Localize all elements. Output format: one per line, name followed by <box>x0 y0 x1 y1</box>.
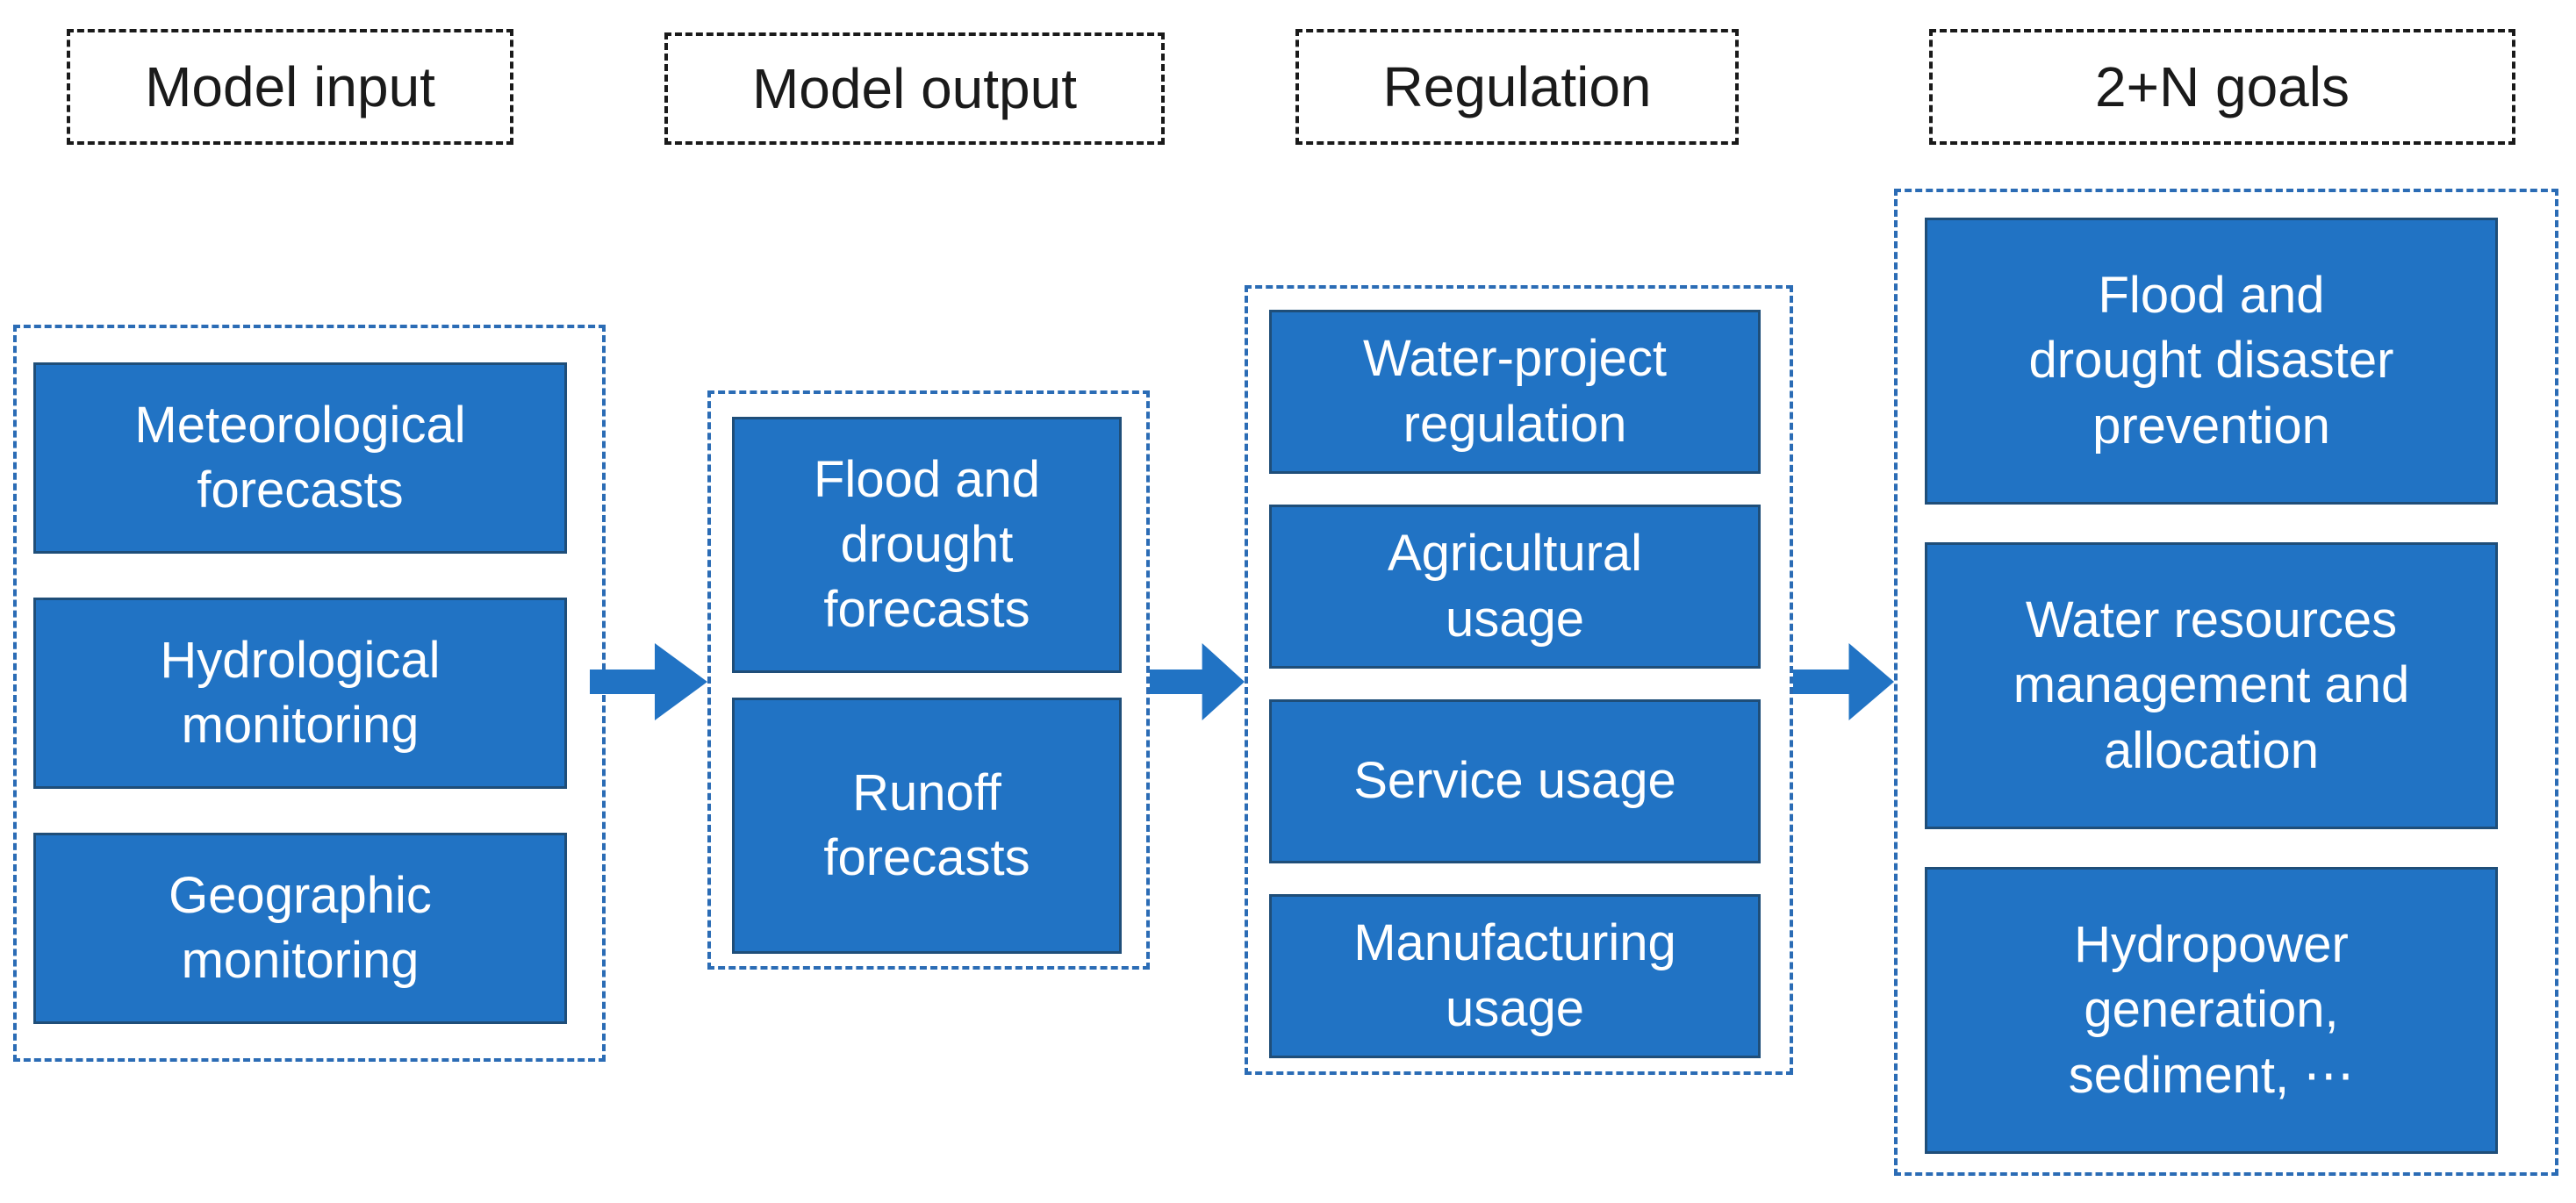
flow-box-water-project-regulation: Water-project regulation <box>1269 310 1761 474</box>
flow-box-meteorological-forecasts: Meteorological forecasts <box>33 362 567 554</box>
column-header-model-output: Model output <box>664 32 1165 145</box>
flow-box-runoff-forecasts: Runoff forecasts <box>732 698 1122 954</box>
flow-box-geographic-monitoring: Geographic monitoring <box>33 833 567 1024</box>
flow-box-flood-and-drought-forecasts: Flood and drought forecasts <box>732 417 1122 673</box>
column-header-label: Regulation <box>1382 55 1652 118</box>
group-model-output <box>707 390 1150 970</box>
group-regulation <box>1245 285 1793 1075</box>
flow-box-hydrological-monitoring: Hydrological monitoring <box>33 598 567 789</box>
flow-box-flood-and-drought-disaster-prevention: Flood and drought disaster prevention <box>1925 218 2498 505</box>
flow-arrow-icon <box>590 640 707 724</box>
column-header-label: 2+N goals <box>2095 55 2350 118</box>
flow-box-hydropower-generation-sediment: Hydropower generation, sediment, ⋯ <box>1925 867 2498 1154</box>
column-header-label: Model output <box>751 57 1078 120</box>
column-header-2-plus-n-goals: 2+N goals <box>1929 29 2515 145</box>
column-header-regulation: Regulation <box>1295 29 1739 145</box>
group-2-plus-n-goals <box>1894 189 2558 1176</box>
flow-box-manufacturing-usage: Manufacturing usage <box>1269 894 1761 1058</box>
flow-arrow-icon <box>1150 640 1245 724</box>
flow-box-water-resources-management-and-allocation: Water resources management and allocatio… <box>1925 542 2498 829</box>
column-header-model-input: Model input <box>67 29 513 145</box>
flow-box-agricultural-usage: Agricultural usage <box>1269 505 1761 669</box>
column-header-label: Model input <box>145 55 435 118</box>
flow-arrow-icon <box>1793 640 1894 724</box>
flow-box-service-usage: Service usage <box>1269 699 1761 863</box>
